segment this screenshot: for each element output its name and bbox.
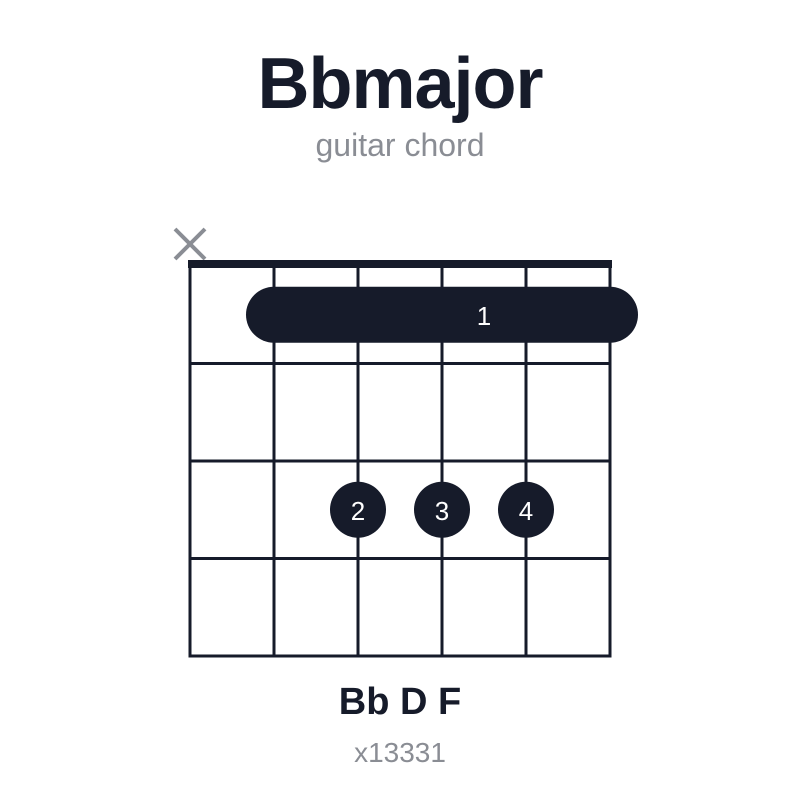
finger-dot	[330, 481, 386, 538]
finger-dot-label: 4	[519, 496, 533, 526]
finger-dot	[414, 481, 470, 538]
nut	[188, 260, 612, 268]
muted-markers	[173, 227, 207, 261]
barre-marker	[246, 286, 638, 343]
finger-dot-label: 2	[351, 496, 365, 526]
muted-stroke-b	[173, 227, 207, 261]
finger-dot	[498, 481, 554, 538]
finger-dot-label: 3	[435, 496, 449, 526]
chord-fingering: x13331	[354, 737, 446, 768]
muted-string-icon	[173, 227, 207, 261]
barre-finger-label: 1	[477, 301, 491, 331]
chord-notes: Bb D F	[338, 681, 462, 723]
finger-markers: 1 2 3 4	[246, 286, 638, 538]
chord-name: Bbmajor	[257, 44, 543, 124]
chord-subtitle: guitar chord	[315, 127, 485, 163]
